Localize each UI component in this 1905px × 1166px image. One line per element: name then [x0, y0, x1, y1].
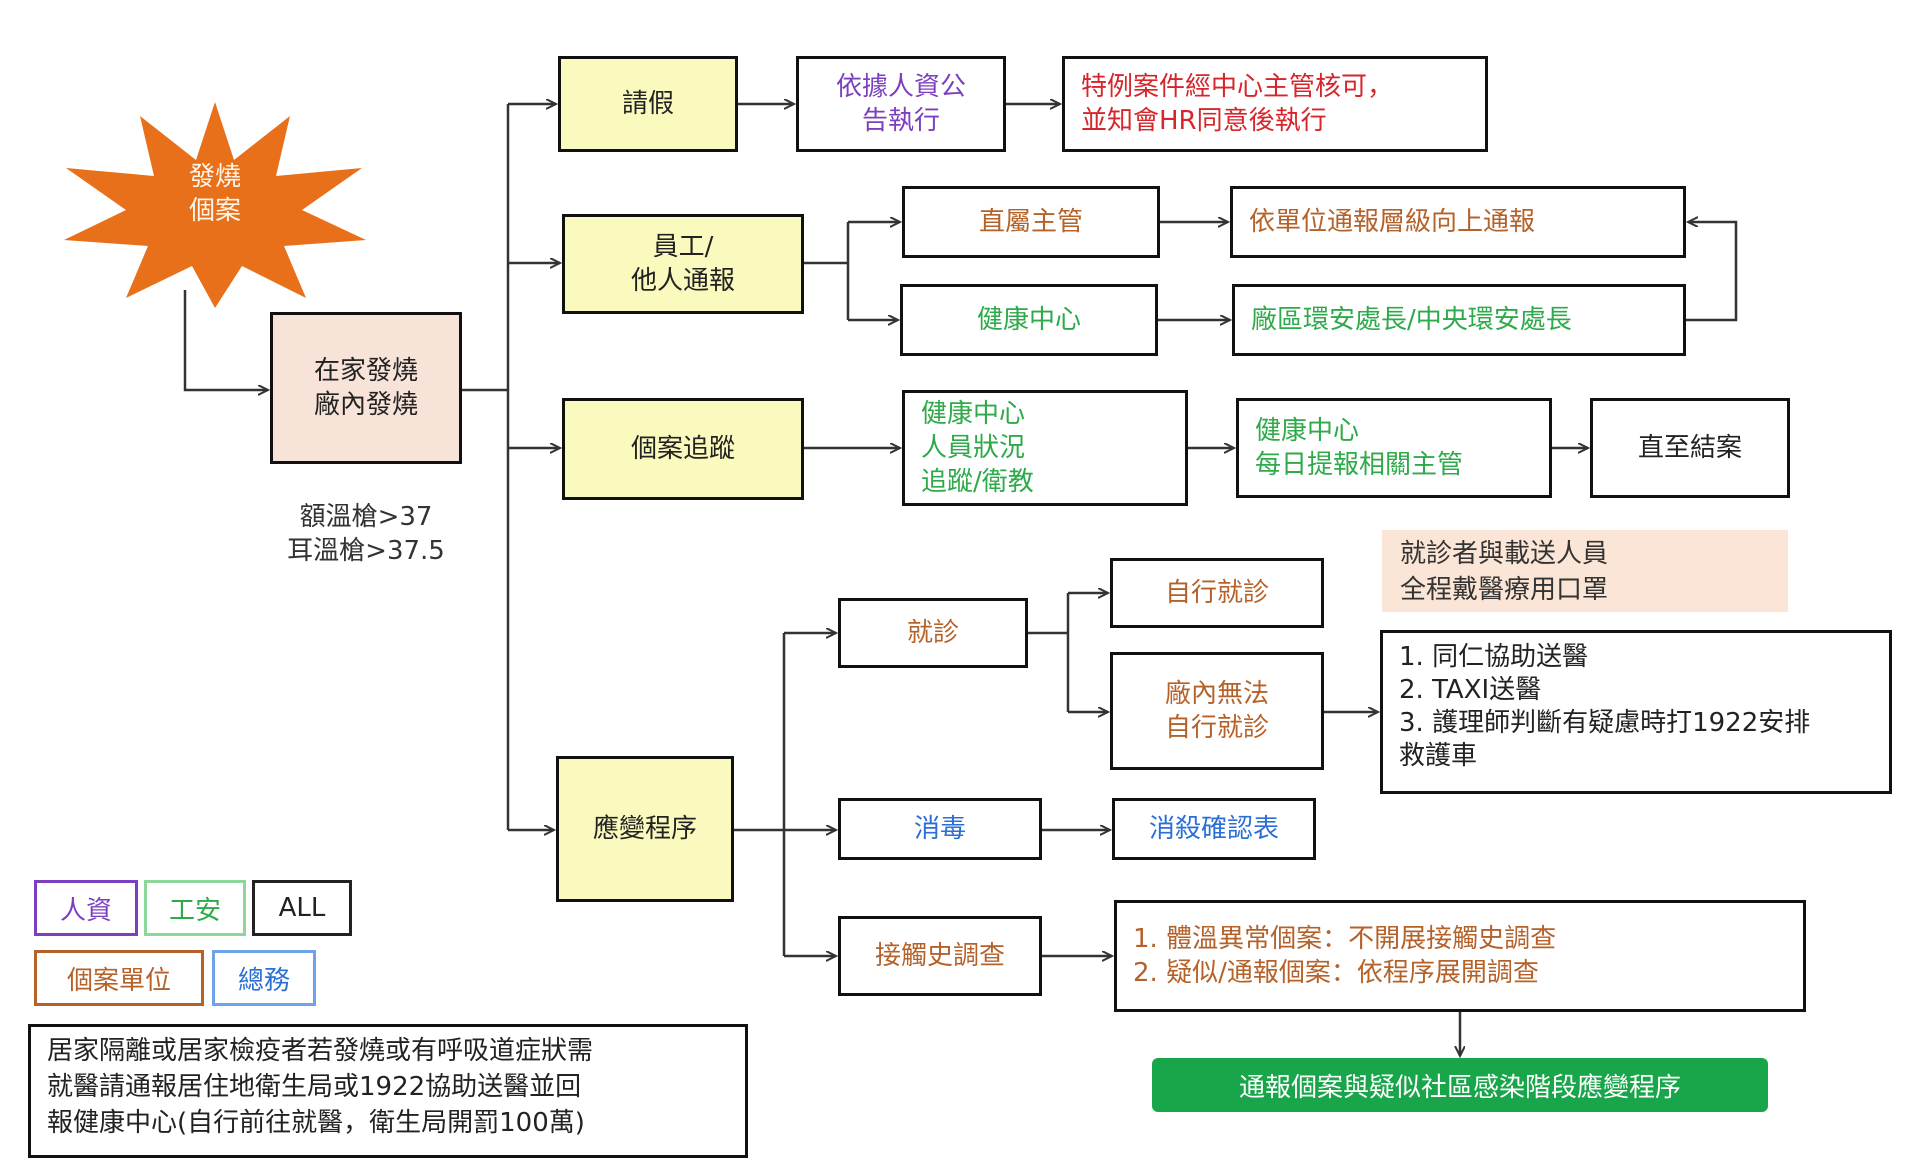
transport-options-node: 1. 同仁協助送醫 2. TAXI送醫 3. 護理師判斷有疑慮時打1922安排 … [1380, 630, 1892, 794]
escalate-report-node: 依單位通報層級向上通報 [1230, 186, 1686, 258]
legend-safety: 工安 [144, 880, 246, 936]
leave-node: 請假 [558, 56, 738, 152]
thermometer-threshold-note: 額溫槍>37 耳溫槍>37.5 [287, 502, 445, 566]
contact-history-items-node: 1. 體溫異常個案：不開展接觸史調查 2. 疑似/通報個案：依程序展開調查 [1114, 900, 1806, 1012]
health-center-node: 健康中心 [900, 284, 1158, 356]
direct-supervisor-node: 直屬主管 [902, 186, 1160, 258]
final-procedure-banner: 通報個案與疑似社區感染階段應變程序 [1152, 1058, 1768, 1112]
disinfection-form-node: 消殺確認表 [1112, 798, 1316, 860]
legend-all: ALL [252, 880, 352, 936]
response-procedure-node: 應變程序 [556, 756, 734, 902]
self-visit-node: 自行就診 [1110, 558, 1324, 628]
legend-hr: 人資 [34, 880, 138, 936]
contact-history-node: 接觸史調查 [838, 916, 1042, 996]
safety-chief-node: 廠區環安處長/中央環安處長 [1232, 284, 1686, 356]
hr-notice-node: 依據人資公 告執行 [796, 56, 1006, 152]
mask-requirement-note: 就診者與載送人員 全程戴醫療用口罩 [1382, 530, 1788, 612]
cannot-self-visit-node: 廠內無法 自行就診 [1110, 652, 1324, 770]
disinfection-node: 消毒 [838, 798, 1042, 860]
burst-shape [64, 102, 366, 308]
until-closed-node: 直至結案 [1590, 398, 1790, 498]
health-center-tracking-node: 健康中心 人員狀況 追蹤/衛教 [902, 390, 1188, 506]
home-factory-fever-node: 在家發燒 廠內發燒 [270, 312, 462, 464]
fever-case-burst-icon [64, 102, 366, 308]
case-tracking-node: 個案追蹤 [562, 398, 804, 500]
legend-case-unit: 個案單位 [34, 950, 204, 1006]
medical-visit-node: 就診 [838, 598, 1028, 668]
legend-general-affairs: 總務 [212, 950, 316, 1006]
home-quarantine-note: 居家隔離或居家檢疫者若發燒或有呼吸道症狀需 就醫請通報居住地衛生局或1922協助… [28, 1024, 748, 1158]
report-node: 員工/ 他人通報 [562, 214, 804, 314]
special-case-node: 特例案件經中心主管核可， 並知會HR同意後執行 [1062, 56, 1488, 152]
fever-case-label: 發燒 個案 [188, 162, 241, 226]
daily-report-node: 健康中心 每日提報相關主管 [1236, 398, 1552, 498]
